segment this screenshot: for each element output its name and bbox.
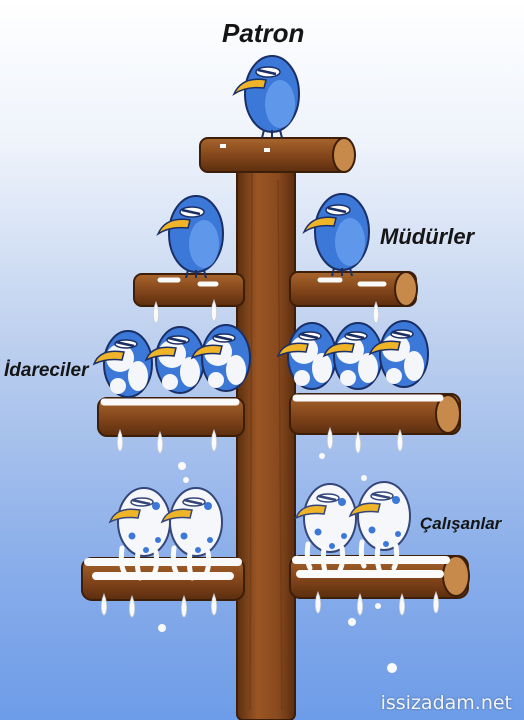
branch-icon — [97, 393, 461, 437]
label-idareciler: İdareciler — [4, 360, 89, 381]
label-mudurler: Müdürler — [380, 224, 475, 249]
watermark: issizadam.net — [380, 692, 512, 714]
dropping-icon — [100, 299, 440, 673]
bird-icon — [302, 192, 371, 278]
label-patron: Patron — [222, 18, 305, 48]
bird-icon — [156, 194, 225, 280]
branch-icon — [133, 271, 418, 307]
bird-icon — [92, 329, 154, 399]
label-calisanlar: Çalışanlar — [420, 514, 502, 533]
bird-icon — [232, 54, 301, 140]
branch-icon — [199, 137, 356, 173]
bird-icon — [144, 325, 206, 395]
tree-trunk-icon — [236, 149, 296, 720]
